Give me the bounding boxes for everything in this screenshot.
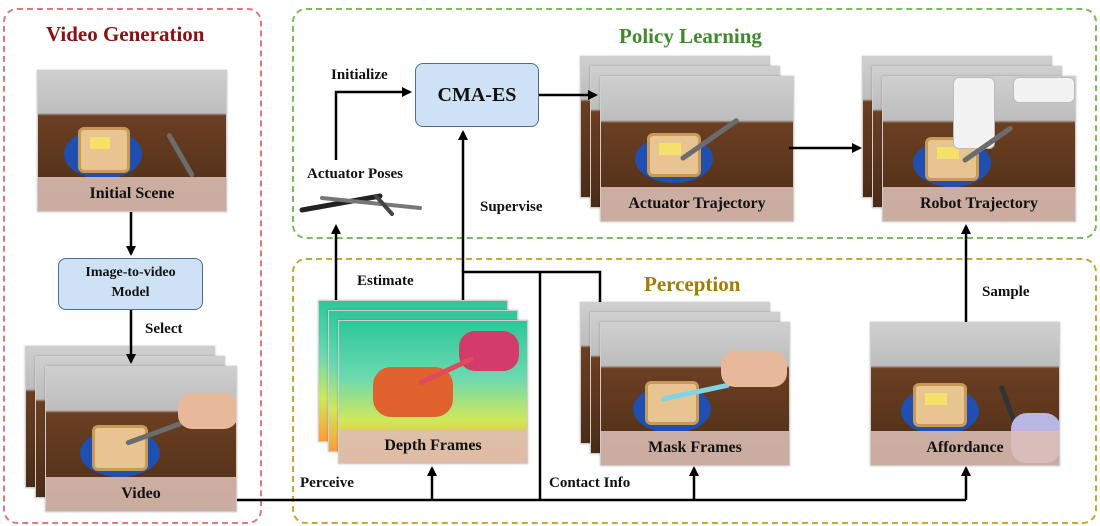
actuator-trajectory-frame: Actuator Trajectory xyxy=(600,76,794,222)
cma-es-box: CMA-ES xyxy=(415,63,539,127)
perceive-label: Perceive xyxy=(300,475,354,491)
video-generation-title: Video Generation xyxy=(46,22,205,46)
policy-learning-title: Policy Learning xyxy=(619,24,762,48)
depth-frames-stack: Depth Frames xyxy=(318,300,528,464)
actuator-poses-label: Actuator Poses xyxy=(307,166,403,182)
video-generation-panel xyxy=(3,8,262,524)
image-to-video-model-box: Image-to-video Model xyxy=(58,258,203,310)
contact-info-label: Contact Info xyxy=(549,475,631,491)
video-caption: Video xyxy=(46,477,236,511)
initial-scene-frame: Initial Scene xyxy=(37,70,227,212)
initialize-label: Initialize xyxy=(331,67,388,83)
actuator-trajectory-stack: Actuator Trajectory xyxy=(580,56,794,222)
affordance-caption: Affordance xyxy=(871,431,1059,465)
mask-frames-caption: Mask Frames xyxy=(601,431,789,465)
select-label: Select xyxy=(145,321,183,337)
robot-trajectory-stack: Robot Trajectory xyxy=(862,56,1076,222)
estimate-label: Estimate xyxy=(357,273,414,289)
depth-frame: Depth Frames xyxy=(338,320,528,464)
actuator-trajectory-caption: Actuator Trajectory xyxy=(601,187,793,221)
depth-frames-caption: Depth Frames xyxy=(339,429,527,463)
affordance-frame: Affordance xyxy=(870,322,1060,466)
perception-panel xyxy=(292,258,1097,524)
robot-trajectory-caption: Robot Trajectory xyxy=(883,187,1075,221)
video-frame-stack: Video xyxy=(25,346,237,512)
robot-trajectory-frame: Robot Trajectory xyxy=(882,76,1076,222)
mask-frames-stack: Mask Frames xyxy=(580,302,790,466)
sample-label: Sample xyxy=(982,284,1030,300)
video-frame: Video xyxy=(45,366,237,512)
supervise-label: Supervise xyxy=(480,199,543,215)
mask-frame: Mask Frames xyxy=(600,322,790,466)
perception-title: Perception xyxy=(644,272,741,296)
policy-learning-panel xyxy=(292,8,1097,239)
initial-scene-caption: Initial Scene xyxy=(38,177,226,211)
